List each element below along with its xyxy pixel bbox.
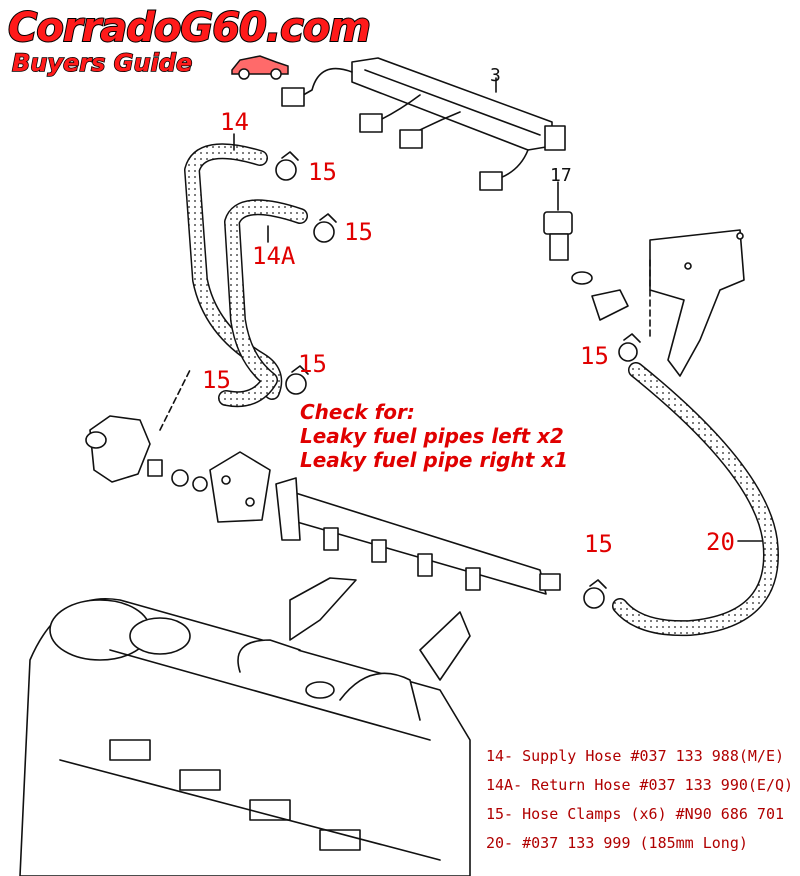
callout-part-15: 15 [202, 366, 231, 394]
injector-wiring-harness [281, 57, 566, 191]
temperature-sensor-17 [543, 181, 745, 377]
return-hose-14a [218, 199, 308, 408]
callout-part-15: 15 [344, 218, 373, 246]
check-line-1: Leaky fuel pipes left x2 [300, 424, 564, 448]
check-line-2: Leaky fuel pipe right x1 [300, 448, 569, 472]
callout-part-20: 20 [706, 528, 735, 556]
legend-item: 14- Supply Hose #037 133 988(M/E) [486, 747, 785, 765]
callout-part-15: 15 [580, 342, 609, 370]
callout-part-14: 14 [220, 108, 249, 136]
fuel-pressure-regulator [85, 369, 208, 492]
brand-logo: CorradoG60.com Buyers Guide [7, 5, 372, 77]
legend-item: 20- #037 133 999 (185mm Long) [486, 834, 748, 852]
callout-part-14a: 14A [252, 242, 296, 270]
callout-part-3: 3 [490, 65, 501, 86]
check-note: Check for: Leaky fuel pipes left x2 Leak… [300, 400, 568, 472]
parts-legend: 14- Supply Hose #037 133 988(M/E) 14A- R… [486, 742, 793, 858]
callout-part-15: 15 [308, 158, 337, 186]
hose-clamp [275, 151, 641, 609]
car-icon [231, 55, 289, 80]
brand-title: CorradoG60.com [7, 5, 372, 51]
legend-item: 15- Hose Clamps (x6) #N90 686 701 [486, 805, 785, 823]
callout-part-17: 17 [550, 165, 572, 186]
engine-cylinder-head [19, 598, 471, 876]
brand-subtitle: Buyers Guide [11, 49, 193, 77]
check-heading: Check for: [300, 400, 415, 424]
fuel-hose-20 [612, 362, 779, 637]
callout-part-15: 15 [298, 350, 327, 378]
fuel-rail [209, 451, 561, 681]
supply-hose-14 [184, 133, 283, 400]
legend-item: 14A- Return Hose #037 133 990(E/Q) [486, 776, 794, 794]
callout-part-15: 15 [584, 530, 613, 558]
